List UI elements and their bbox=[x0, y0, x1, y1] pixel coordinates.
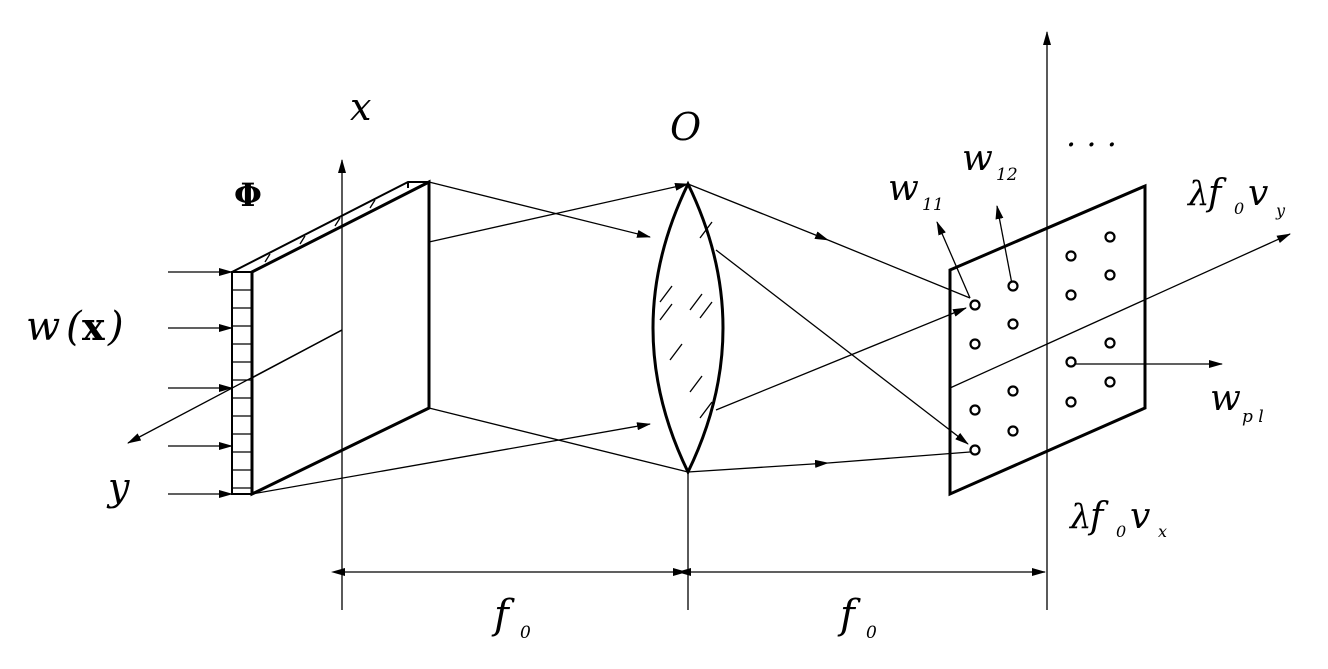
spot bbox=[1065, 356, 1077, 368]
input-plate bbox=[231, 179, 431, 497]
svg-text:x: x bbox=[82, 304, 105, 349]
spot bbox=[1007, 385, 1019, 397]
fourier-plane bbox=[948, 31, 1291, 610]
spot bbox=[1065, 289, 1077, 301]
svg-text:λ: λ bbox=[1186, 174, 1210, 214]
svg-text:12: 12 bbox=[996, 165, 1018, 185]
focal-length-left-label: f 0 bbox=[491, 592, 531, 643]
lens bbox=[651, 180, 725, 545]
svg-text:w: w bbox=[1210, 378, 1241, 419]
spot bbox=[1104, 231, 1116, 243]
svg-text:p l: p l bbox=[1242, 407, 1264, 427]
focal-length-right-label: f 0 bbox=[837, 592, 877, 643]
incident-wave-arrows bbox=[168, 268, 233, 498]
spot bbox=[1065, 396, 1077, 408]
svg-text:w: w bbox=[962, 138, 993, 179]
spot bbox=[969, 338, 981, 350]
spot bbox=[1104, 337, 1116, 349]
w11-label: w 11 bbox=[888, 168, 944, 215]
spot bbox=[969, 444, 981, 456]
svg-text:0: 0 bbox=[1116, 522, 1126, 541]
spot bbox=[1007, 318, 1019, 330]
svg-text:0: 0 bbox=[866, 623, 877, 643]
diagonal-frequency-axis bbox=[949, 233, 1291, 389]
svg-text:f: f bbox=[1087, 496, 1109, 537]
svg-text:f: f bbox=[837, 592, 861, 638]
svg-text:(: ( bbox=[66, 304, 83, 350]
spot bbox=[1104, 376, 1116, 388]
focal-length-dimensions bbox=[331, 545, 1046, 610]
x-axis-label: x bbox=[350, 85, 371, 129]
svg-text:11: 11 bbox=[922, 195, 944, 215]
svg-text:y: y bbox=[1275, 201, 1286, 220]
lambda-f0-vy-label: λ f 0 v y bbox=[1186, 173, 1286, 220]
svg-text:x: x bbox=[1158, 522, 1167, 541]
svg-text:0: 0 bbox=[520, 623, 531, 643]
output-rays bbox=[687, 183, 971, 473]
spot bbox=[1104, 269, 1116, 281]
input-field-label: w ( x ) bbox=[26, 304, 124, 350]
input-rays bbox=[251, 181, 689, 495]
spot bbox=[1007, 280, 1019, 292]
ellipsis-label: . . . bbox=[1066, 116, 1117, 154]
svg-text:v: v bbox=[1248, 173, 1268, 214]
svg-text:f: f bbox=[1205, 173, 1227, 214]
svg-text:): ) bbox=[107, 304, 124, 350]
spot bbox=[1007, 425, 1019, 437]
lens-center-label: O bbox=[670, 105, 701, 149]
w12-label: w 12 bbox=[962, 138, 1018, 185]
phi-label: Φ bbox=[234, 176, 262, 214]
wpl-label: w p l bbox=[1210, 378, 1264, 427]
lambda-f0-vx-label: λ f 0 v x bbox=[1068, 496, 1167, 541]
svg-text:w: w bbox=[26, 304, 60, 350]
spot-array bbox=[969, 231, 1116, 456]
y-axis-label: y bbox=[106, 465, 130, 509]
spot bbox=[1065, 250, 1077, 262]
w12-arrow bbox=[995, 205, 1013, 285]
svg-text:w: w bbox=[888, 168, 919, 209]
svg-text:0: 0 bbox=[1234, 199, 1244, 218]
svg-text:λ: λ bbox=[1068, 497, 1092, 537]
spot bbox=[969, 299, 981, 311]
svg-text:f: f bbox=[491, 592, 515, 638]
svg-text:v: v bbox=[1130, 496, 1150, 537]
w11-arrow bbox=[936, 221, 971, 299]
spot bbox=[969, 404, 981, 416]
